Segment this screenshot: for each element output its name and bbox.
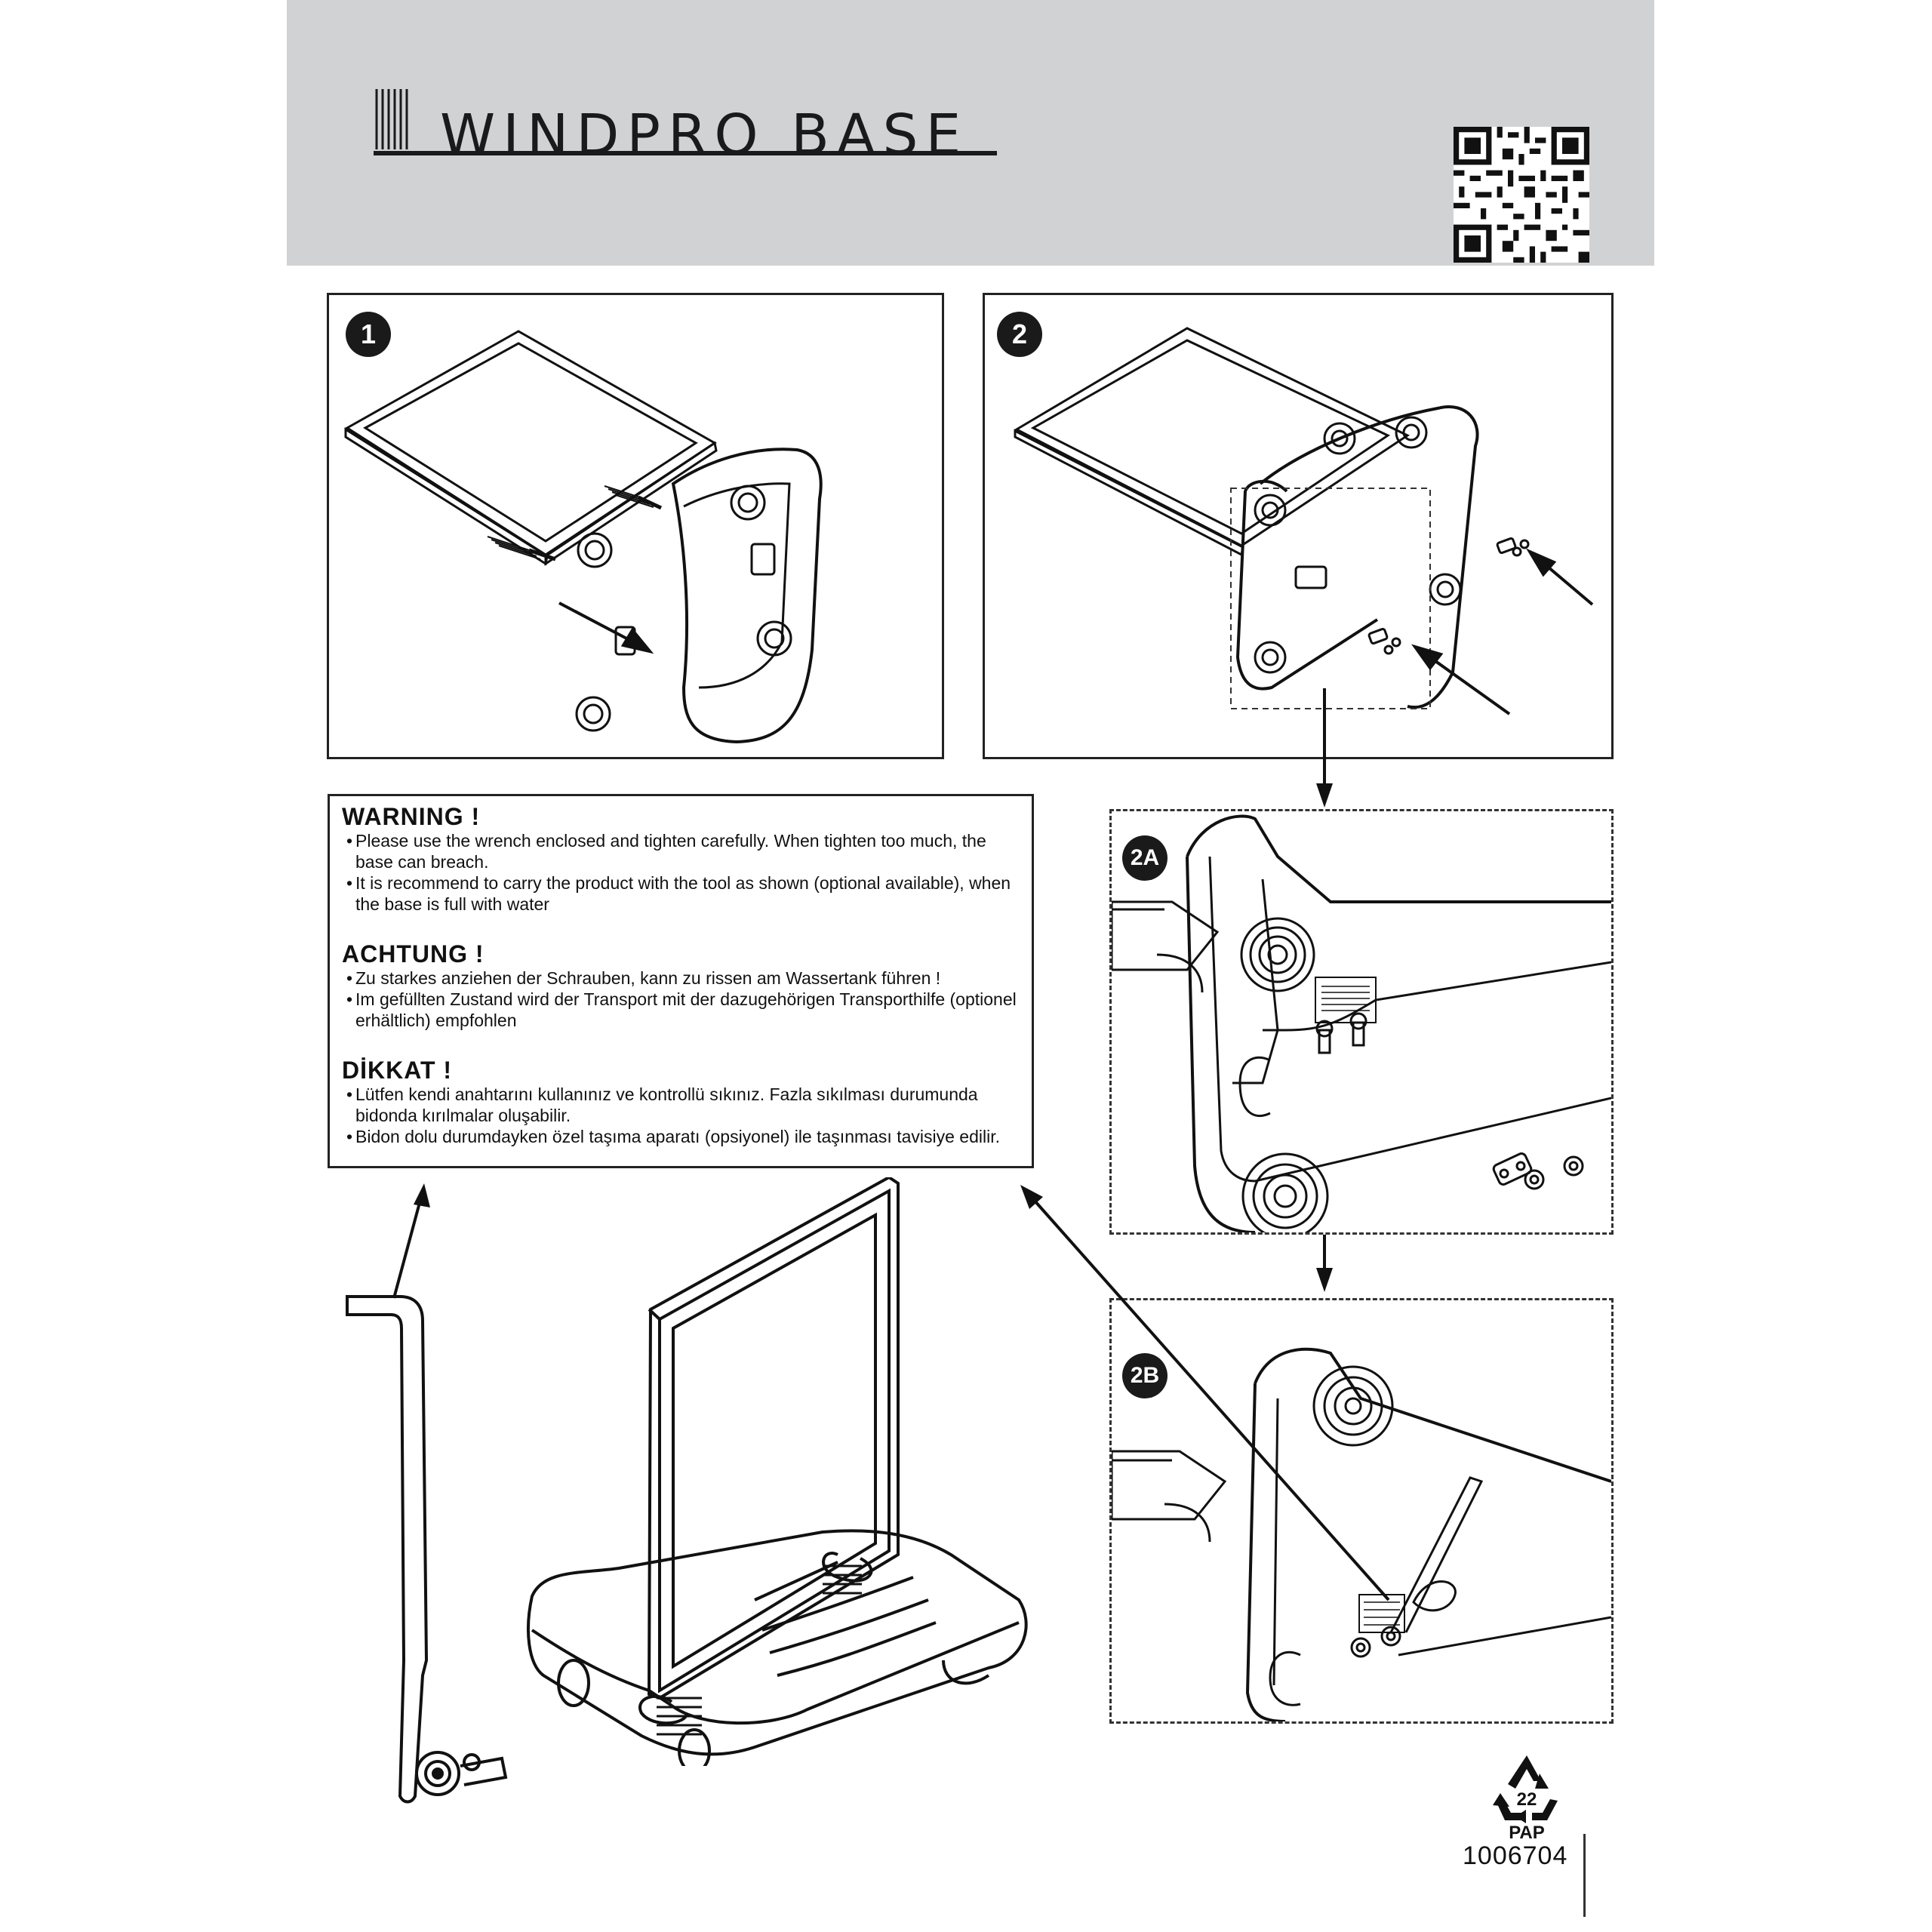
arrow-to-2b-icon — [1316, 1233, 1333, 1292]
step-2b-detail-panel: 2B — [1109, 1298, 1614, 1724]
step-1-badge: 1 — [346, 312, 391, 357]
warning-item: Please use the wrench enclosed and tight… — [342, 830, 1021, 872]
step-2a-detail-panel: 2A — [1109, 809, 1614, 1235]
arrow-to-warning-icon — [392, 1183, 430, 1299]
recycle-label: PAP — [1509, 1823, 1545, 1841]
step-2-illustration — [1014, 327, 1594, 715]
warning-heading: WARNING ! — [342, 803, 481, 830]
warning-section-tr: DİKKAT ! Lütfen kendi anahtarını kullanı… — [342, 1057, 1021, 1147]
step-2b-illustration — [1112, 1347, 1611, 1721]
warning-section-de: ACHTUNG ! Zu starkes anziehen der Schrau… — [342, 940, 1021, 1031]
title-stripes-icon — [374, 89, 997, 155]
product-title: WINDPRO BASE — [440, 103, 969, 168]
step-1-illustration — [344, 330, 823, 744]
windpro-stand-illustration — [527, 1177, 1028, 1766]
product-title-logo: WINDPRO BASE — [374, 89, 1008, 163]
warning-item: It is recommend to carry the product wit… — [342, 872, 1021, 915]
step-2a-badge: 2A — [1122, 835, 1168, 881]
footer-divider — [1583, 1834, 1586, 1917]
step-2-badge: 2 — [997, 312, 1042, 357]
arrow-to-2a-icon — [1316, 688, 1333, 808]
warning-item: Lütfen kendi anahtarını kullanınız ve ko… — [342, 1084, 1021, 1126]
warning-box: WARNING ! Please use the wrench enclosed… — [328, 794, 1034, 1168]
step-2b-badge: 2B — [1122, 1353, 1168, 1398]
warning-item: Bidon dolu durumdayken özel taşıma apara… — [342, 1126, 1021, 1147]
warning-heading: ACHTUNG ! — [342, 940, 485, 968]
qr-code-icon — [1454, 127, 1589, 263]
warning-section-en: WARNING ! Please use the wrench enclosed… — [342, 803, 1021, 915]
step-2-panel: 2 — [983, 293, 1614, 759]
step-1-panel: 1 — [327, 293, 944, 759]
recycle-code: 22 — [1517, 1789, 1537, 1810]
article-number: 1006704 — [1463, 1841, 1568, 1870]
arrow-to-stand-icon — [1020, 1185, 1390, 1601]
recycling-symbol-icon: 22 PAP — [1493, 1755, 1558, 1841]
warning-item: Zu starkes anziehen der Schrauben, kann … — [342, 968, 1021, 989]
warning-item: Im gefüllten Zustand wird der Transport … — [342, 989, 1021, 1031]
warning-heading: DİKKAT ! — [342, 1057, 453, 1084]
header-band — [287, 0, 1654, 266]
transport-cart-illustration — [346, 1295, 508, 1804]
step-2a-illustration — [1112, 814, 1611, 1232]
